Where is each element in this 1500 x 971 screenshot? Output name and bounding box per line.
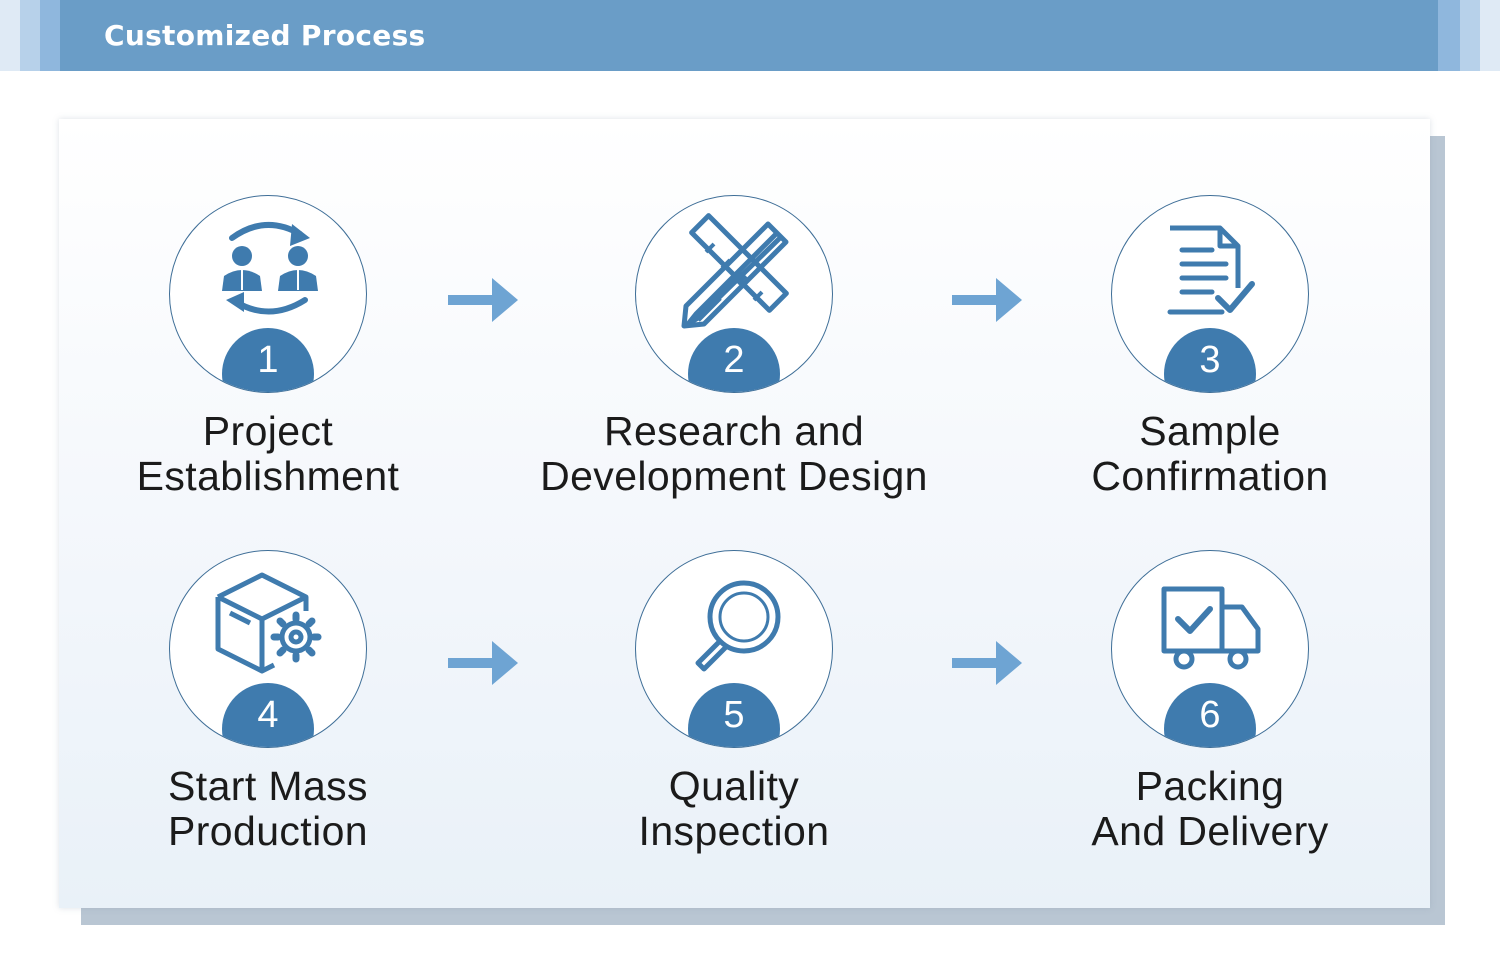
step-2-label: Research and Development Design (524, 409, 944, 499)
step-4-number: 4 (222, 683, 314, 747)
banner-stripe-right-2 (1460, 0, 1480, 71)
step-1-label-line2: Establishment (136, 453, 400, 499)
delivery-truck-check-icon (1161, 586, 1261, 670)
step-1-label: Project Establishment (58, 409, 478, 499)
step-4-circle: 4 (169, 550, 367, 748)
ruler-pencil-icon (681, 213, 789, 329)
page-title: Customized Process (104, 19, 426, 52)
magnifier-icon (695, 580, 781, 672)
banner-stripe-right-3 (1480, 0, 1500, 71)
banner-stripe-left-1 (0, 0, 20, 71)
banner-stripe-left-3 (40, 0, 60, 71)
step-2-label-line1: Research and (603, 408, 865, 454)
document-check-icon (1167, 225, 1255, 315)
step-6-label: Packing And Delivery (1000, 764, 1420, 854)
step-3-label: Sample Confirmation (1000, 409, 1420, 499)
handshake-people-exchange-icon (222, 221, 318, 315)
arrow-right-icon (952, 278, 1022, 322)
step-6-label-line2: And Delivery (1091, 808, 1329, 854)
step-5-circle: 5 (635, 550, 833, 748)
step-1-circle: 1 (169, 195, 367, 393)
box-gear-icon (215, 572, 322, 674)
header-banner: Customized Process (0, 0, 1500, 71)
step-5-label-line2: Inspection (638, 808, 830, 854)
arrow-right-icon (448, 278, 518, 322)
banner-stripe-right-1 (1438, 0, 1460, 71)
step-4-label: Start Mass Production (58, 764, 478, 854)
arrow-right-icon (448, 641, 518, 685)
step-1-label-line1: Project (202, 408, 334, 454)
step-6-circle: 6 (1111, 550, 1309, 748)
step-4-label-line1: Start Mass (168, 763, 368, 809)
step-2-label-line2: Development Design (540, 453, 928, 499)
arrow-right-icon (952, 641, 1022, 685)
banner-main (60, 0, 1438, 71)
step-3-circle: 3 (1111, 195, 1309, 393)
step-3-label-line1: Sample (1139, 408, 1281, 454)
step-2-circle: 2 (635, 195, 833, 393)
step-1-number: 1 (222, 328, 314, 392)
banner-stripe-left-2 (20, 0, 40, 71)
step-6-label-line1: Packing (1135, 763, 1285, 809)
step-5-label: Quality Inspection (524, 764, 944, 854)
step-3-label-line2: Confirmation (1091, 453, 1329, 499)
step-4-label-line2: Production (167, 808, 368, 854)
step-5-label-line1: Quality (668, 763, 800, 809)
